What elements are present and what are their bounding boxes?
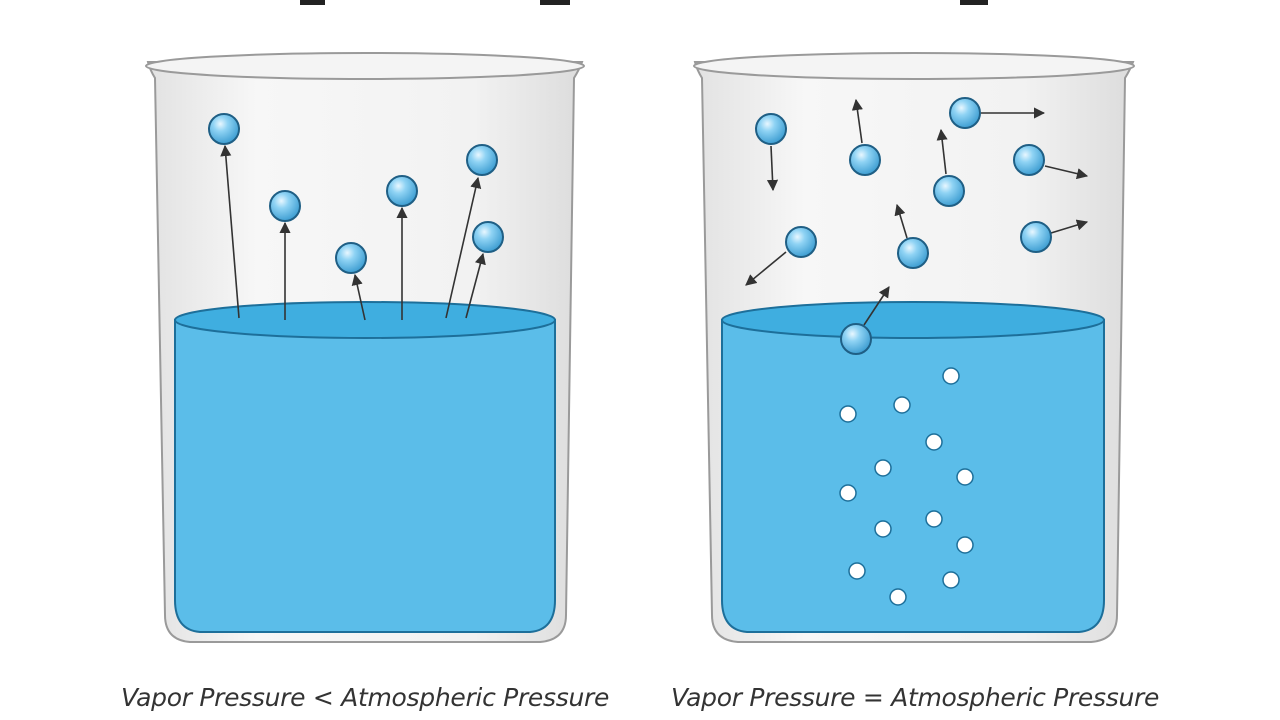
evaporating-molecule [335,242,367,321]
vapor-molecule [745,226,817,286]
title-strip-fragment [960,0,988,5]
evaporating-molecule [465,221,504,319]
vapor-bubbles [839,367,974,606]
vapor-molecule [1020,219,1089,253]
vapor-molecule [894,203,929,269]
caption-vapor-equals-atmospheric: Vapor Pressure = Atmospheric Pressure [670,683,1160,712]
evaporating-molecule [208,113,240,319]
bubble [839,484,857,502]
vapor-molecule [849,98,881,176]
vapor-molecule [933,128,965,207]
title-strip-fragment [300,0,325,5]
bubble [893,396,911,414]
evaporating-molecule [386,175,418,320]
bubble [942,571,960,589]
bubble [874,459,892,477]
vapor-molecule [1013,144,1089,180]
beaker-left-liquid [174,319,556,633]
evaporating-molecule [269,190,301,320]
bubble [925,510,943,528]
vapor-molecule [949,97,1046,129]
bubble [956,468,974,486]
beaker-right-rim [693,52,1135,80]
vapor-molecule [755,113,787,192]
bubble [925,433,943,451]
bubble [848,562,866,580]
surface-molecule [840,286,890,355]
bubble [874,520,892,538]
beaker-right-liquid [721,319,1105,633]
beaker-right [693,52,1135,643]
bubble [942,367,960,385]
beaker-left-rim [145,52,585,80]
title-strip-fragment [540,0,570,5]
caption-vapor-less-than-atmospheric: Vapor Pressure < Atmospheric Pressure [120,683,610,712]
bubble [889,588,907,606]
beaker-left [145,52,585,643]
bubble [839,405,857,423]
evaporating-molecule [445,144,498,319]
bubble [956,536,974,554]
beaker-right-liquid-surface [721,301,1105,339]
